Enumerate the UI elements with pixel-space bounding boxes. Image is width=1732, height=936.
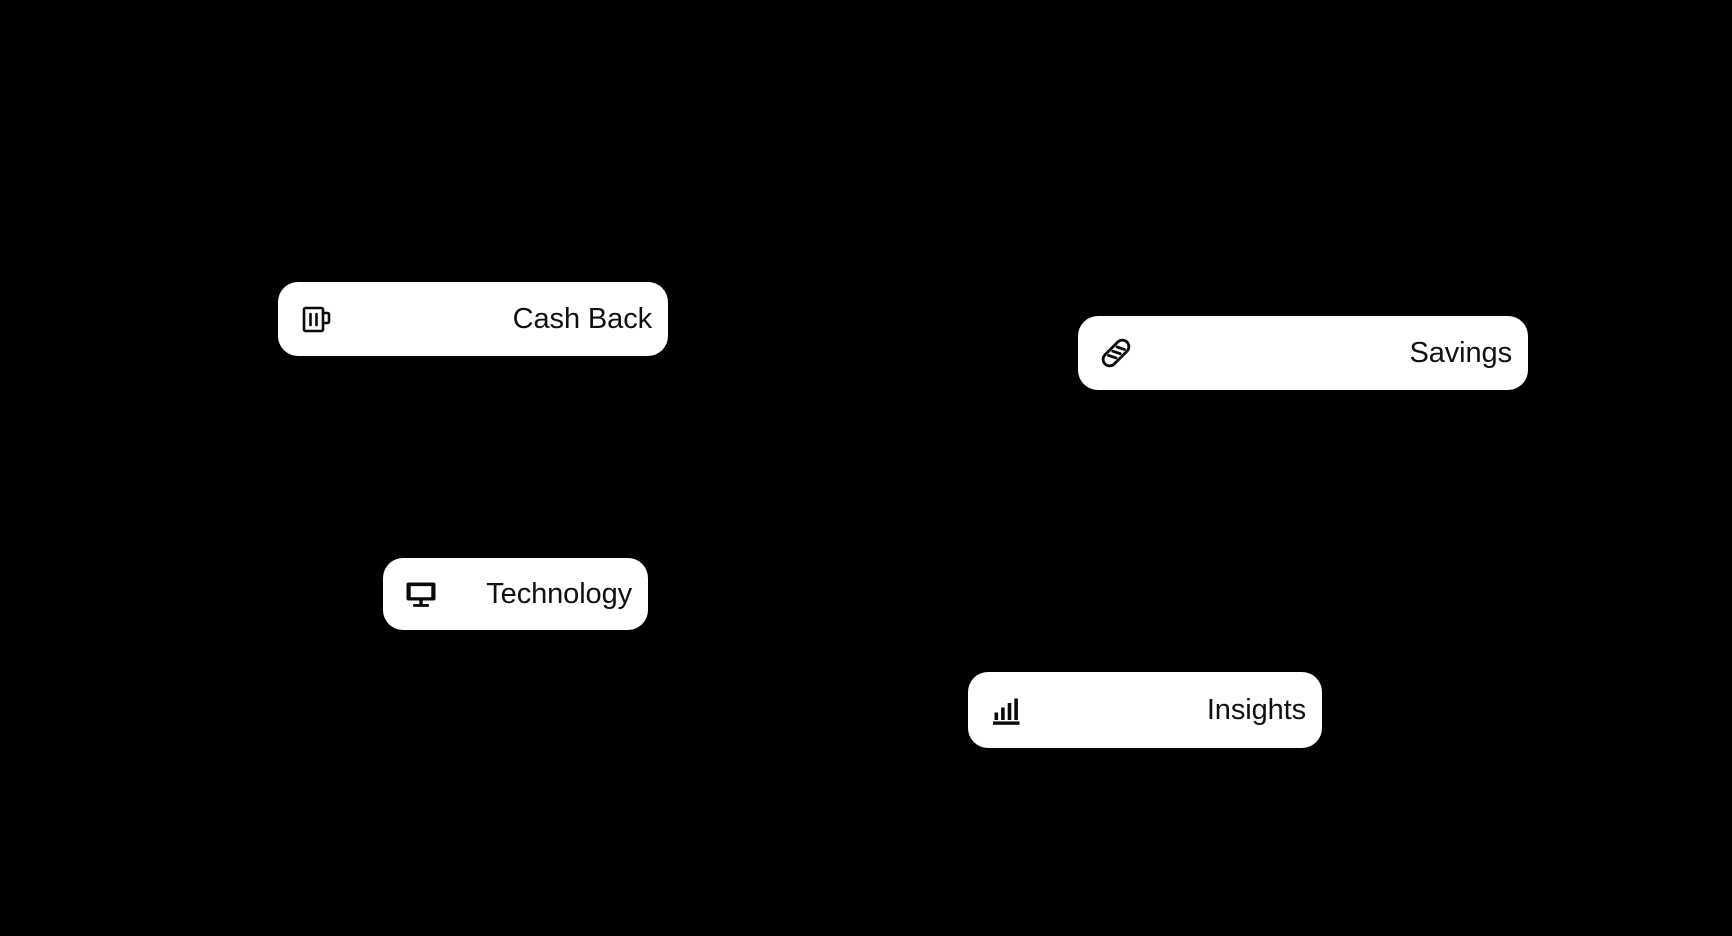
beer-mug-icon <box>296 299 336 339</box>
pill-label-cash-back: Cash Back <box>512 302 652 335</box>
pill-label-technology: Technology <box>486 577 632 610</box>
pill-technology[interactable]: Technology <box>383 558 648 630</box>
monitor-icon <box>401 574 441 614</box>
pill-savings[interactable]: Savings <box>1078 316 1528 390</box>
baguette-icon <box>1096 333 1136 373</box>
pill-label-savings: Savings <box>1409 336 1513 369</box>
bar-chart-icon <box>986 690 1026 730</box>
pill-insights[interactable]: Insights <box>968 672 1322 748</box>
pill-label-insights: Insights <box>1206 693 1306 726</box>
pill-cash-back[interactable]: Cash Back <box>278 282 668 356</box>
